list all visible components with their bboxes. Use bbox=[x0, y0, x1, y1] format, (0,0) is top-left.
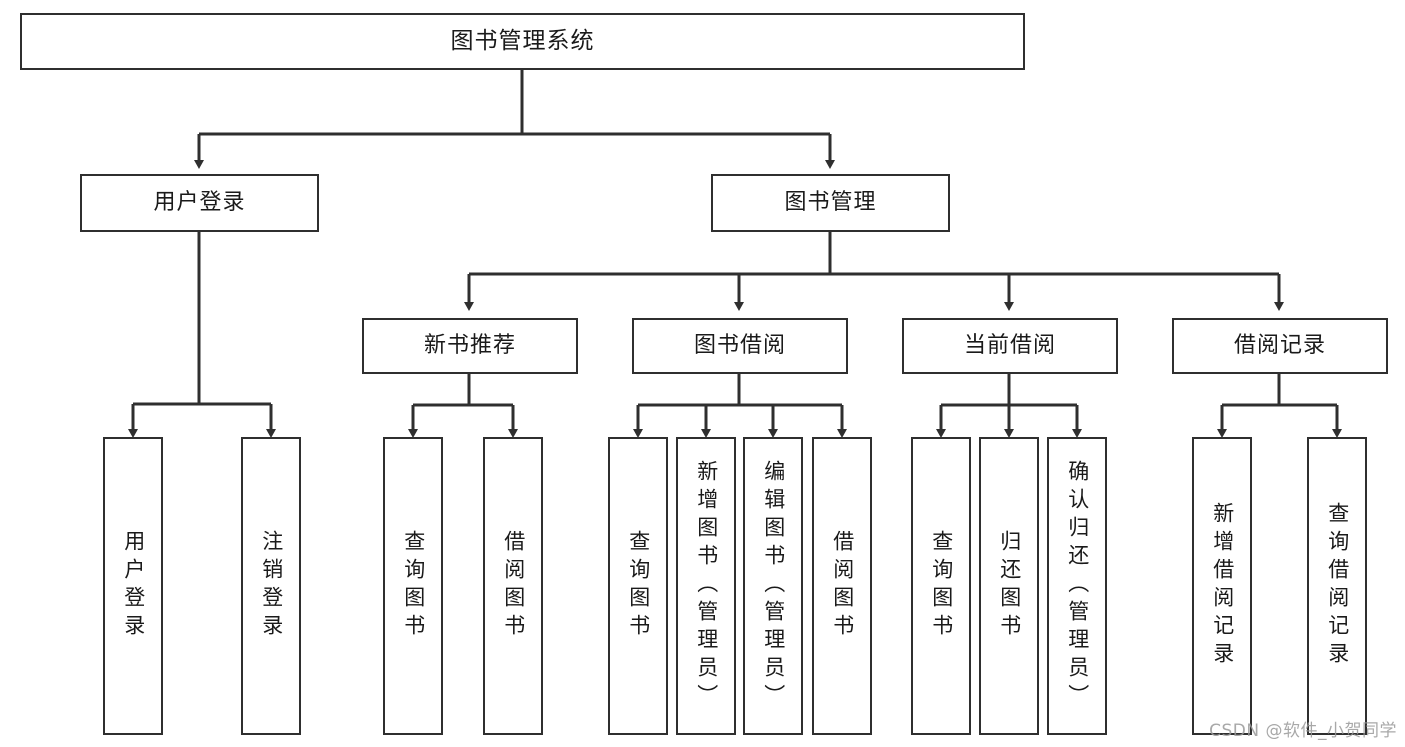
node-label: 图书管理系统 bbox=[450, 27, 595, 54]
node-borrow-record[interactable]: 借阅记录 bbox=[1172, 318, 1388, 374]
node-label: 借阅记录 bbox=[1233, 332, 1326, 358]
node-label: 新书推荐 bbox=[423, 332, 516, 358]
node-current-borrow[interactable]: 当前借阅 bbox=[902, 318, 1118, 374]
node-label: 借阅图书 bbox=[501, 530, 526, 642]
node-label: 新增借阅记录 bbox=[1210, 502, 1235, 670]
node-label: 查询图书 bbox=[929, 530, 954, 642]
csdn-watermark: CSDN @软件_小贺同学 bbox=[1209, 721, 1397, 741]
node-new-book-recommend[interactable]: 新书推荐 bbox=[362, 318, 578, 374]
node-label: 查询图书 bbox=[401, 530, 426, 642]
node-book-management[interactable]: 图书管理 bbox=[711, 174, 950, 232]
leaf-user-login[interactable]: 用户登录 bbox=[103, 437, 163, 735]
node-label: 查询借阅记录 bbox=[1325, 502, 1350, 670]
node-label: 借阅图书 bbox=[830, 530, 855, 642]
node-label: 查询图书 bbox=[626, 530, 651, 642]
node-label: 确认归还（管理员） bbox=[1065, 460, 1090, 712]
node-user-login[interactable]: 用户登录 bbox=[80, 174, 319, 232]
leaf-return-book[interactable]: 归还图书 bbox=[979, 437, 1039, 735]
node-label: 归还图书 bbox=[997, 530, 1022, 642]
node-label: 用户登录 bbox=[153, 189, 246, 215]
node-label: 图书借阅 bbox=[693, 332, 786, 358]
leaf-query-book-borrow[interactable]: 查询图书 bbox=[608, 437, 668, 735]
leaf-add-book-admin[interactable]: 新增图书（管理员） bbox=[676, 437, 736, 735]
leaf-add-borrow-record[interactable]: 新增借阅记录 bbox=[1192, 437, 1252, 735]
node-label: 图书管理 bbox=[784, 189, 877, 215]
node-label: 编辑图书（管理员） bbox=[761, 460, 786, 712]
node-root-book-management-system[interactable]: 图书管理系统 bbox=[20, 13, 1025, 70]
node-label: 当前借阅 bbox=[963, 332, 1056, 358]
node-label: 新增图书（管理员） bbox=[694, 460, 719, 712]
node-label: 注销登录 bbox=[259, 530, 284, 642]
node-book-borrow[interactable]: 图书借阅 bbox=[632, 318, 848, 374]
node-label: 用户登录 bbox=[121, 530, 146, 642]
leaf-query-borrow-record[interactable]: 查询借阅记录 bbox=[1307, 437, 1367, 735]
leaf-logout-login[interactable]: 注销登录 bbox=[241, 437, 301, 735]
leaf-borrow-book[interactable]: 借阅图书 bbox=[812, 437, 872, 735]
leaf-query-book-recommend[interactable]: 查询图书 bbox=[383, 437, 443, 735]
leaf-query-book-current[interactable]: 查询图书 bbox=[911, 437, 971, 735]
leaf-confirm-return-admin[interactable]: 确认归还（管理员） bbox=[1047, 437, 1107, 735]
leaf-borrow-book-recommend[interactable]: 借阅图书 bbox=[483, 437, 543, 735]
leaf-edit-book-admin[interactable]: 编辑图书（管理员） bbox=[743, 437, 803, 735]
